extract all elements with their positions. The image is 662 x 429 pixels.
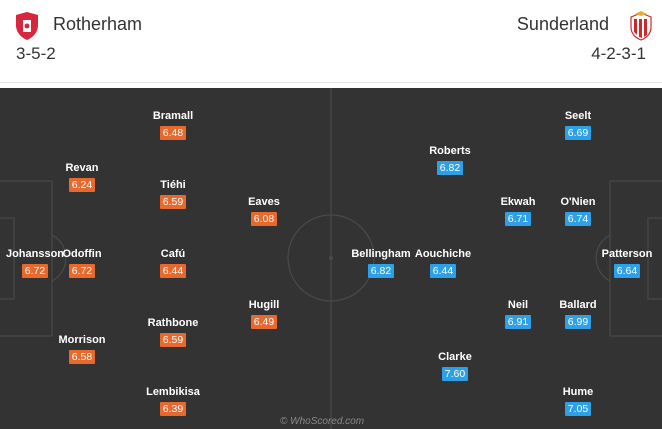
player-bellingham[interactable]: Bellingham 6.82 bbox=[346, 247, 416, 279]
player-lembikisa[interactable]: Lembikisa 6.39 bbox=[138, 385, 208, 417]
player-name: Morrison bbox=[58, 334, 106, 346]
sunderland-crest-icon bbox=[630, 11, 652, 41]
player-rating: 6.99 bbox=[565, 315, 591, 329]
player-rating: 6.82 bbox=[437, 161, 463, 175]
player-johansson[interactable]: Johansson 6.72 bbox=[0, 247, 70, 279]
header-divider bbox=[0, 82, 662, 83]
player-ballard[interactable]: Ballard 6.99 bbox=[543, 298, 613, 330]
player-rating: 6.59 bbox=[160, 195, 186, 209]
player-aouchiche[interactable]: Aouchiche 6.44 bbox=[408, 247, 478, 279]
rotherham-crest-icon bbox=[16, 12, 38, 40]
player-patterson[interactable]: Patterson 6.64 bbox=[592, 247, 662, 279]
player-name: Lembikisa bbox=[146, 386, 200, 398]
player-name: O'Nien bbox=[560, 196, 596, 208]
player-name: Revan bbox=[65, 162, 99, 174]
player-eaves[interactable]: Eaves 6.08 bbox=[229, 195, 299, 227]
player-clarke[interactable]: Clarke 7.60 bbox=[420, 350, 490, 382]
player-name: Aouchiche bbox=[414, 248, 472, 260]
player-hume[interactable]: Hume 7.05 bbox=[543, 385, 613, 417]
whoscored-watermark: © WhoScored.com bbox=[280, 416, 365, 427]
player-name: Odoffin bbox=[62, 248, 102, 260]
player-name: Hume bbox=[562, 386, 594, 398]
player-rating: 7.05 bbox=[565, 402, 591, 416]
player-hugill[interactable]: Hugill 6.49 bbox=[229, 298, 299, 330]
player-tiehi[interactable]: Tiéhi 6.59 bbox=[138, 178, 208, 210]
player-name: Rathbone bbox=[147, 317, 199, 329]
player-onien[interactable]: O'Nien 6.74 bbox=[543, 195, 613, 227]
player-revan[interactable]: Revan 6.24 bbox=[47, 161, 117, 193]
player-rating: 6.44 bbox=[430, 264, 456, 278]
player-rating: 7.60 bbox=[442, 367, 468, 381]
player-rating: 6.82 bbox=[368, 264, 394, 278]
away-formation: 4-2-3-1 bbox=[591, 44, 646, 63]
player-rating: 6.64 bbox=[614, 264, 640, 278]
pitch-markings bbox=[0, 88, 662, 429]
player-rating: 6.39 bbox=[160, 402, 186, 416]
player-name: Ekwah bbox=[500, 196, 536, 208]
player-rating: 6.91 bbox=[505, 315, 531, 329]
player-name: Hugill bbox=[248, 299, 280, 311]
player-rating: 6.44 bbox=[160, 264, 186, 278]
player-morrison[interactable]: Morrison 6.58 bbox=[47, 333, 117, 365]
player-name: Cafú bbox=[160, 248, 186, 260]
player-name: Eaves bbox=[248, 196, 280, 208]
player-rating: 6.74 bbox=[565, 212, 591, 226]
home-team-name[interactable]: Rotherham bbox=[53, 14, 143, 34]
player-cafu[interactable]: Cafú 6.44 bbox=[138, 247, 208, 279]
away-team-name[interactable]: Sunderland bbox=[516, 14, 609, 34]
player-rating: 6.08 bbox=[251, 212, 277, 226]
player-neil[interactable]: Neil 6.91 bbox=[483, 298, 553, 330]
match-header: Rotherham 3-5-2 Sunderland 4-2-3-1 bbox=[0, 0, 662, 84]
pitch: Johansson 6.72 Revan 6.24 Odoffin 6.72 M… bbox=[0, 88, 662, 429]
player-rating: 6.69 bbox=[565, 126, 591, 140]
player-odoffin[interactable]: Odoffin 6.72 bbox=[47, 247, 117, 279]
player-roberts[interactable]: Roberts 6.82 bbox=[415, 144, 485, 176]
player-name: Seelt bbox=[564, 110, 592, 122]
home-formation: 3-5-2 bbox=[16, 44, 56, 63]
player-name: Johansson bbox=[5, 248, 65, 260]
player-name: Patterson bbox=[601, 248, 653, 260]
player-rating: 6.48 bbox=[160, 126, 186, 140]
player-rating: 6.58 bbox=[69, 350, 95, 364]
player-name: Bellingham bbox=[351, 248, 411, 260]
player-rathbone[interactable]: Rathbone 6.59 bbox=[138, 316, 208, 348]
player-name: Bramall bbox=[152, 110, 194, 122]
player-name: Neil bbox=[507, 299, 529, 311]
player-rating: 6.59 bbox=[160, 333, 186, 347]
player-bramall[interactable]: Bramall 6.48 bbox=[138, 109, 208, 141]
player-name: Roberts bbox=[429, 145, 471, 157]
player-seelt[interactable]: Seelt 6.69 bbox=[543, 109, 613, 141]
player-rating: 6.49 bbox=[251, 315, 277, 329]
player-name: Tiéhi bbox=[160, 179, 186, 191]
player-name: Ballard bbox=[559, 299, 597, 311]
player-rating: 6.72 bbox=[22, 264, 48, 278]
player-name: Clarke bbox=[438, 351, 472, 363]
player-rating: 6.71 bbox=[505, 212, 531, 226]
player-rating: 6.72 bbox=[69, 264, 95, 278]
player-rating: 6.24 bbox=[69, 178, 95, 192]
player-ekwah[interactable]: Ekwah 6.71 bbox=[483, 195, 553, 227]
